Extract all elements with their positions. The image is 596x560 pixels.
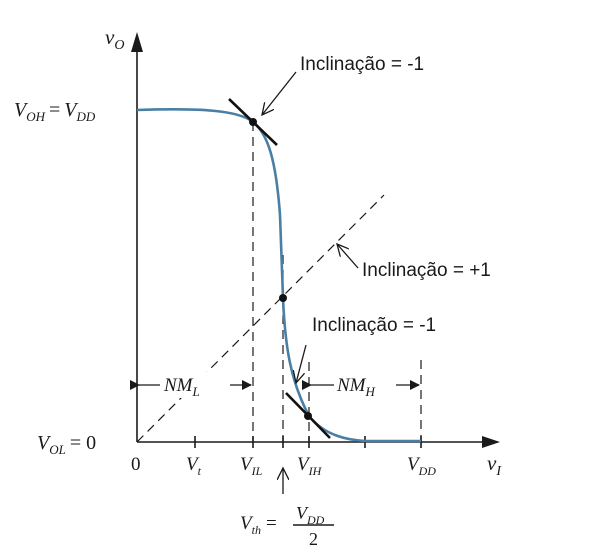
x-axis-arrowhead — [482, 436, 500, 448]
slope-top-label: Inclinação = -1 — [300, 54, 424, 75]
point-vth — [279, 294, 287, 302]
point-vil — [249, 118, 257, 126]
tick-label-zero: 0 — [131, 454, 141, 475]
unity-slope-line — [136, 194, 385, 443]
x-axis-label: vI — [487, 451, 502, 479]
nml-label-bg — [160, 372, 230, 398]
tick-label-vil: VIL — [240, 454, 263, 478]
nml-label: NML — [163, 375, 200, 399]
nmh-label: NMH — [336, 375, 376, 399]
vth-denominator: 2 — [309, 529, 318, 549]
vth-numerator: VDD — [296, 503, 325, 527]
tick-label-vt: Vt — [186, 454, 202, 478]
y-axis-arrowhead — [131, 32, 143, 52]
vth-lhs: Vth= — [240, 513, 277, 537]
point-vih — [304, 412, 312, 420]
tick-label-vdd: VDD — [407, 454, 436, 478]
voh-label: VOH=VDD — [14, 99, 96, 124]
slope-bottom-label: Inclinação = -1 — [312, 315, 436, 336]
y-axis-label: vO — [105, 25, 124, 53]
slope-mid-label: Inclinação = +1 — [362, 260, 491, 281]
vol-label: VOL= 0 — [37, 432, 96, 457]
nmh-label-bg — [334, 372, 396, 398]
tick-label-vih: VIH — [297, 454, 323, 478]
pointer-slope-bottom — [296, 344, 307, 383]
pointer-slope-mid — [337, 244, 359, 269]
pointer-slope-top — [262, 71, 297, 115]
